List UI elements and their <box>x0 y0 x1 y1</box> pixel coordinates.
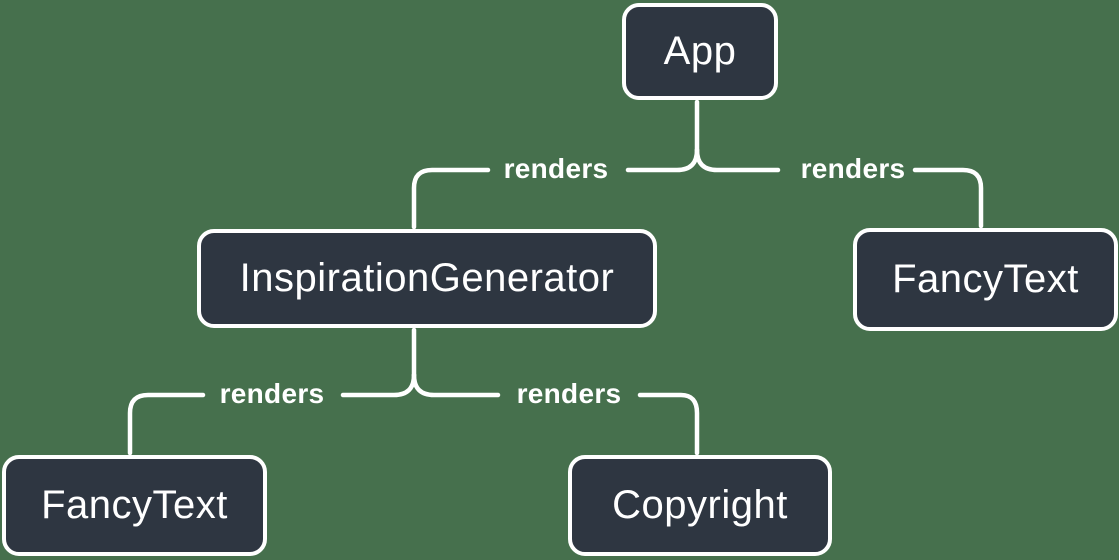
node-app: App <box>622 3 778 100</box>
edge-inspiration-to-copyright-right <box>637 392 700 456</box>
node-fancy-text-bottom: FancyText <box>2 455 267 556</box>
node-inspiration-generator: InspirationGenerator <box>197 229 657 328</box>
node-inspiration-generator-label: InspirationGenerator <box>239 256 615 300</box>
node-app-label: App <box>663 29 737 73</box>
edge-label-inspiration-fancytext: renders <box>219 378 325 409</box>
edge-app-to-inspiration-left <box>625 147 700 173</box>
edge-inspiration-to-copyright-left <box>411 372 501 398</box>
node-fancy-text-bottom-label: FancyText <box>41 483 228 527</box>
edge-app-to-fancytext-right <box>912 167 984 229</box>
node-copyright: Copyright <box>568 455 832 556</box>
edge-inspiration-to-fancytext-right <box>340 372 417 398</box>
edge-inspiration-to-fancytext-left <box>127 392 206 456</box>
node-copyright-label: Copyright <box>612 483 788 527</box>
node-fancy-text-top: FancyText <box>853 228 1118 331</box>
edge-label-app-inspiration: renders <box>503 153 609 184</box>
node-fancy-text-top-label: FancyText <box>892 257 1079 301</box>
edge-app-to-inspiration-right <box>411 167 491 230</box>
edge-label-app-fancytext: renders <box>800 153 906 184</box>
edge-label-inspiration-copyright: renders <box>516 378 622 409</box>
edge-app-to-fancytext-left <box>694 147 781 173</box>
